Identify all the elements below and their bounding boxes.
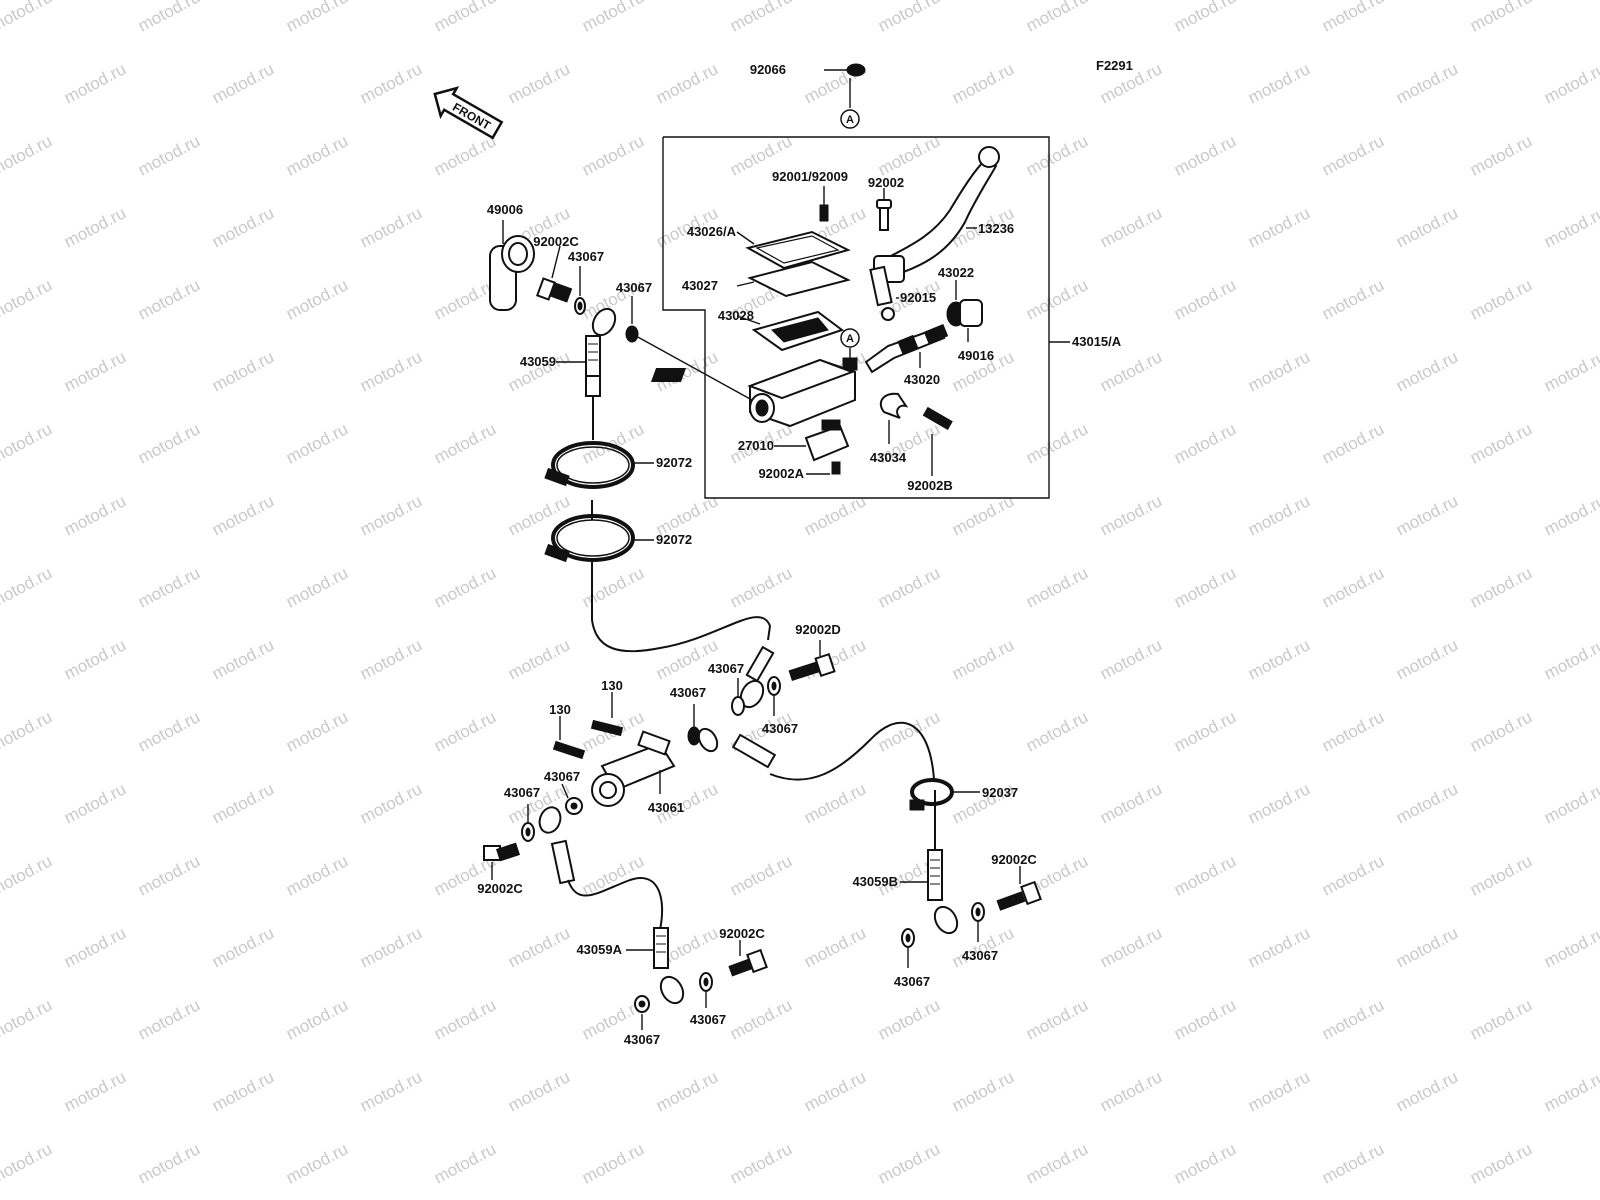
hose-right-lower (769, 721, 935, 781)
washer-43067-f (561, 783, 583, 815)
label-92002C-top: 92002C (533, 234, 579, 249)
hose-upper (591, 396, 772, 653)
washer-43067-i (699, 972, 713, 1008)
label-92002A: 92002A (758, 466, 804, 481)
label-43059B: 43059B (852, 874, 898, 889)
label-92066: 92066 (750, 62, 786, 77)
screw-92001 (819, 186, 829, 222)
label-43020: 43020 (904, 372, 940, 387)
label-92002D: 92002D (795, 622, 841, 637)
ref-marker-a-top: A (840, 109, 860, 129)
bleed-bolt-130-a (590, 692, 624, 737)
label-43067-h: 43067 (624, 1032, 660, 1047)
banjo-bolt-92002C-bottom (728, 940, 768, 977)
label-43015: 43015/A (1072, 334, 1122, 349)
label-49016: 49016 (958, 348, 994, 363)
washer-43067-h (634, 995, 650, 1030)
banjo-bolt-92002C-top (536, 245, 573, 303)
washer-43067-d (731, 678, 745, 716)
label-92002C-left: 92002C (477, 881, 523, 896)
washer-43067-c (767, 676, 781, 716)
label-92001-92009: 92001/92009 (772, 169, 848, 184)
cap-92066 (824, 63, 866, 108)
washer-43067-k (971, 902, 985, 942)
label-43022: 43022 (938, 265, 974, 280)
hose-fitting-lower-mid (697, 727, 777, 769)
label-43059: 43059 (520, 354, 556, 369)
label-43067-a: 43067 (568, 249, 604, 264)
banjo-bolt-92002D (788, 640, 836, 682)
label-43067-c: 43067 (708, 661, 744, 676)
washer-43067-j (901, 928, 915, 968)
label-92002C-bottom: 92002C (719, 926, 765, 941)
label-27010: 27010 (738, 438, 774, 453)
svg-text:A: A (846, 333, 854, 345)
label-43027: 43027 (682, 278, 718, 293)
banjo-bolt-92002C-right (996, 866, 1042, 911)
screw-92002 (876, 188, 892, 231)
label-43026: 43026/A (687, 224, 737, 239)
label-13236: 13236 (978, 221, 1014, 236)
part-labels: 92066 92001/92009 92002 13236 43026/A 43… (477, 62, 1122, 1047)
bolt-92002B (922, 406, 953, 476)
boot-49006 (489, 220, 535, 311)
clamp-92072-b (544, 514, 654, 563)
label-92002: 92002 (868, 175, 904, 190)
label-43067-i: 43067 (690, 1012, 726, 1027)
switch-27010 (774, 419, 850, 475)
washer-43067-mid (625, 296, 639, 343)
label-43059A: 43059A (576, 942, 622, 957)
figure-code: F2291 (1096, 58, 1133, 73)
hose-guide-line (635, 335, 753, 401)
clamp-92072-a (544, 441, 654, 489)
pivot-bolt-92015 (869, 265, 899, 321)
label-92002B: 92002B (907, 478, 953, 493)
label-43028: 43028 (718, 308, 754, 323)
bleed-bolt-130-b (552, 716, 586, 760)
piston-43020 (864, 324, 949, 374)
slave-cylinder-43061 (591, 730, 676, 807)
label-130-b: 130 (549, 702, 571, 717)
label-130-a: 130 (601, 678, 623, 693)
label-92072-a: 92072 (656, 455, 692, 470)
label-92072-b: 92072 (656, 532, 692, 547)
label-43067-f: 43067 (544, 769, 580, 784)
label-92037: 92037 (982, 785, 1018, 800)
diaphragm-43027 (736, 260, 851, 298)
clutch-lever-13236 (873, 146, 1000, 283)
washer-43067-e (687, 704, 701, 746)
washer-43067-g (521, 804, 535, 842)
hose-fitting-43059B (900, 849, 959, 935)
bushing-49016 (946, 299, 983, 342)
label-92015: 92015 (900, 290, 936, 305)
master-cylinder-body (650, 358, 856, 428)
svg-text:A: A (846, 114, 854, 126)
clamp-92037 (909, 778, 980, 811)
hose-fitting-43059 (556, 307, 617, 397)
plate-43028 (736, 310, 845, 352)
washer-43067-top (574, 266, 586, 315)
label-43067-g: 43067 (504, 785, 540, 800)
front-arrow-icon: FRONT (433, 86, 504, 140)
label-92002C-right: 92002C (991, 852, 1037, 867)
hose-fitting-left-banjo (538, 806, 576, 885)
hose-fitting-upper-right (739, 645, 775, 709)
label-49006: 49006 (487, 202, 523, 217)
label-43034: 43034 (870, 450, 907, 465)
hose-fitting-43059A (626, 927, 685, 1005)
label-43067-b: 43067 (616, 280, 652, 295)
clamp-43034 (879, 392, 909, 444)
label-43061: 43061 (648, 800, 684, 815)
label-43067-e: 43067 (762, 721, 798, 736)
label-43067-j: 43067 (894, 974, 930, 989)
label-43067-d: 43067 (670, 685, 706, 700)
reservoir-cap-43026 (736, 230, 851, 270)
banjo-bolt-92002C-left (483, 842, 520, 880)
ref-marker-a-body: A (840, 328, 860, 371)
assembly-outline (662, 136, 1050, 499)
hose-left-lower (567, 877, 664, 931)
label-43067-k: 43067 (962, 948, 998, 963)
